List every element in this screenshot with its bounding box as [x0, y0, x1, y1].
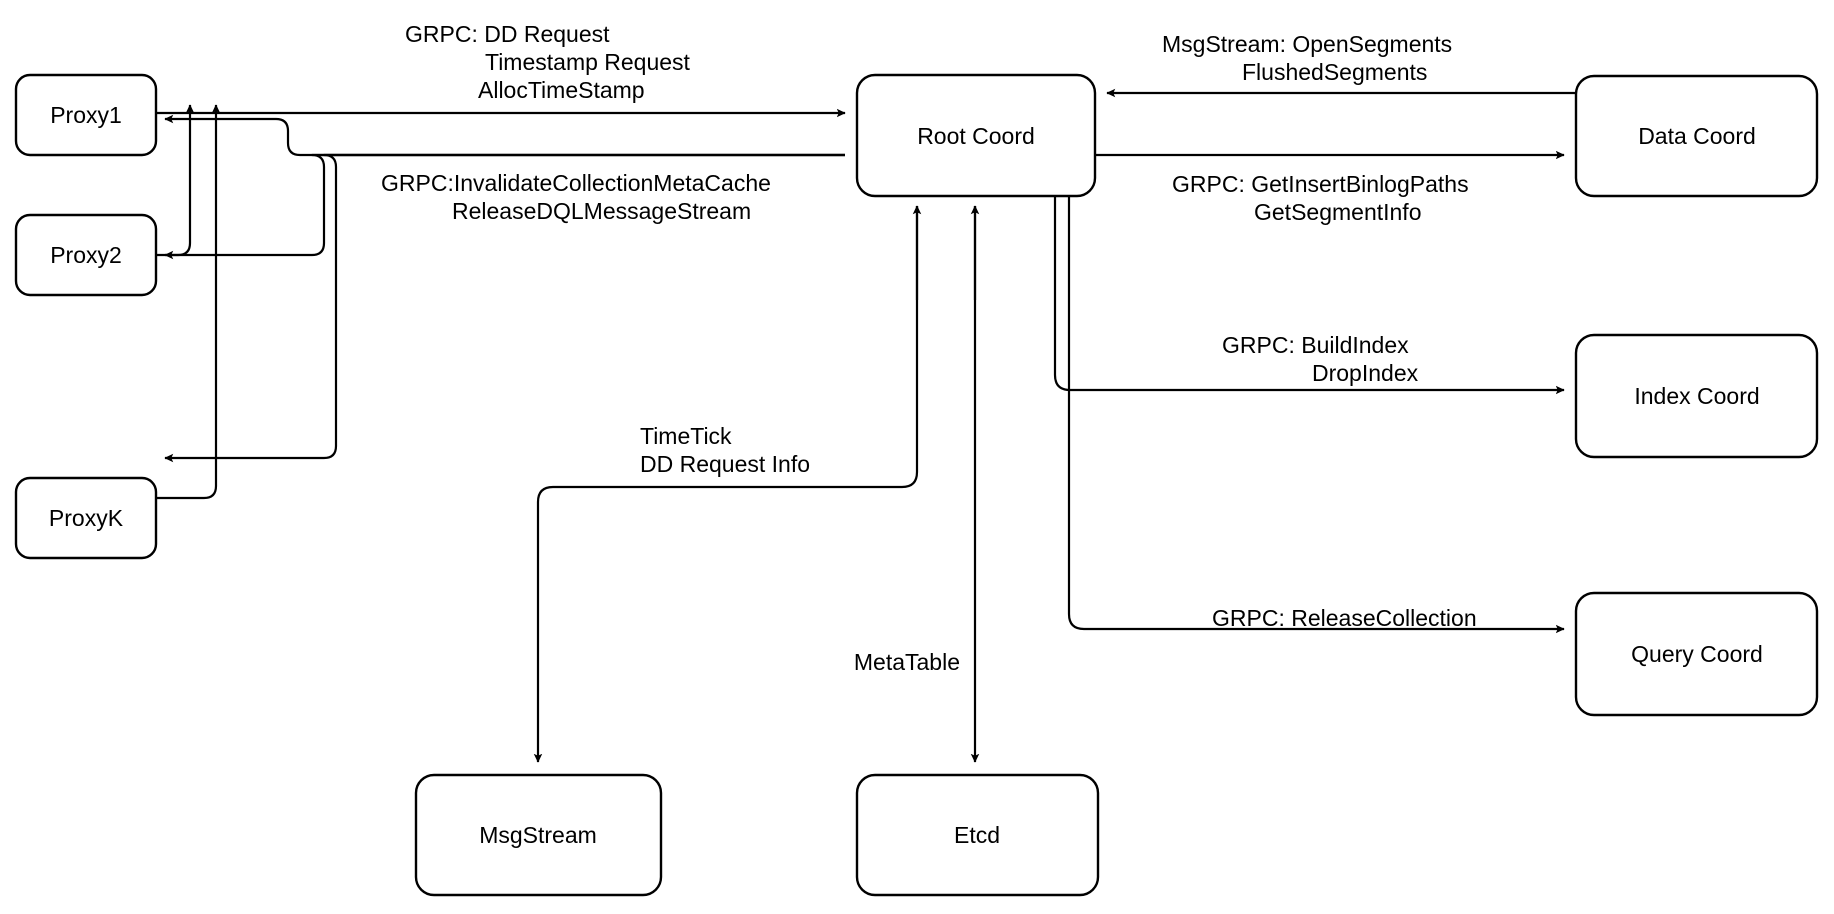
node-msgstream[interactable]: MsgStream [414, 773, 663, 897]
label-rootcoord-to-proxy-line1: GRPC:InvalidateCollectionMetaCache [381, 170, 771, 196]
label-rootcoord-to-msgstream: TimeTick DD Request Info [640, 423, 810, 477]
label-proxy-to-rootcoord-line3: AllocTimeStamp [478, 77, 645, 103]
label-rootcoord-to-msgstream-line2: DD Request Info [640, 451, 810, 477]
label-rootcoord-to-datacoord-line2: GetSegmentInfo [1254, 199, 1422, 225]
label-datacoord-to-rootcoord-line1: MsgStream: OpenSegments [1162, 31, 1452, 57]
node-etcd-label: Etcd [954, 822, 1000, 848]
node-msgstream-label: MsgStream [479, 822, 597, 848]
label-proxy-to-rootcoord-line2: Timestamp Request [485, 49, 691, 75]
node-proxy1-box[interactable] [14, 73, 158, 157]
node-datacoord-label: Data Coord [1638, 123, 1756, 149]
label-rootcoord-to-etcd: MetaTable [854, 649, 960, 675]
node-etcd[interactable]: Etcd [855, 773, 1100, 897]
node-proxy1-label: Proxy1 [50, 102, 122, 128]
node-rootcoord[interactable]: Root Coord [855, 73, 1097, 198]
node-proxy1[interactable]: Proxy1 [14, 73, 158, 157]
label-rootcoord-to-msgstream-line1: TimeTick [640, 423, 732, 449]
node-indexcoord-label: Index Coord [1634, 383, 1759, 409]
label-proxy-to-rootcoord-line1: GRPC: DD Request [405, 21, 610, 47]
node-datacoord[interactable]: Data Coord [1574, 74, 1819, 198]
node-indexcoord-box[interactable] [1574, 333, 1819, 459]
node-proxyk-label: ProxyK [49, 505, 124, 531]
node-rootcoord-box[interactable] [855, 73, 1097, 198]
label-rootcoord-to-proxy-line2: ReleaseDQLMessageStream [452, 198, 751, 224]
node-rootcoord-label: Root Coord [917, 123, 1035, 149]
node-proxyk-box[interactable] [14, 476, 158, 560]
label-rootcoord-to-querycoord-line1: GRPC: ReleaseCollection [1212, 605, 1477, 631]
edge-proxyk-to-rootcoord [155, 104, 221, 500]
label-rootcoord-to-indexcoord-line1: GRPC: BuildIndex [1222, 332, 1409, 358]
label-datacoord-to-rootcoord: MsgStream: OpenSegments FlushedSegments [1162, 31, 1452, 85]
node-msgstream-box[interactable] [414, 773, 663, 897]
edge-rootcoord-to-proxyk [164, 153, 845, 463]
label-rootcoord-to-indexcoord-line2: DropIndex [1312, 360, 1419, 386]
node-datacoord-box[interactable] [1574, 74, 1819, 198]
node-proxy2-box[interactable] [14, 213, 158, 297]
node-querycoord-label: Query Coord [1631, 641, 1763, 667]
label-rootcoord-to-proxy: GRPC:InvalidateCollectionMetaCache Relea… [381, 170, 771, 224]
edge-rootcoord-to-proxy2 [164, 153, 845, 260]
label-rootcoord-to-datacoord-line1: GRPC: GetInsertBinlogPaths [1172, 171, 1469, 197]
label-rootcoord-to-indexcoord: GRPC: BuildIndex DropIndex [1222, 332, 1419, 386]
label-datacoord-to-rootcoord-line2: FlushedSegments [1242, 59, 1427, 85]
label-proxy-to-rootcoord: GRPC: DD Request Timestamp Request Alloc… [405, 21, 691, 103]
label-rootcoord-to-datacoord: GRPC: GetInsertBinlogPaths GetSegmentInf… [1172, 171, 1469, 225]
edge-rootcoord-to-indexcoord [1053, 196, 1565, 395]
node-etcd-box[interactable] [855, 773, 1100, 897]
node-querycoord[interactable]: Query Coord [1574, 591, 1819, 717]
label-rootcoord-to-querycoord: GRPC: ReleaseCollection [1212, 605, 1477, 631]
edge-rootcoord-to-querycoord [1067, 196, 1565, 634]
edge-rootcoord-to-msgstream [533, 206, 919, 763]
node-proxy2-label: Proxy2 [50, 242, 122, 268]
edge-proxy2-to-rootcoord [155, 104, 195, 257]
node-proxy2[interactable]: Proxy2 [14, 213, 158, 297]
edge-rootcoord-to-proxy1 [164, 114, 845, 157]
node-proxyk[interactable]: ProxyK [14, 476, 158, 560]
node-querycoord-box[interactable] [1574, 591, 1819, 717]
label-rootcoord-to-etcd-line1: MetaTable [854, 649, 960, 675]
node-indexcoord[interactable]: Index Coord [1574, 333, 1819, 459]
